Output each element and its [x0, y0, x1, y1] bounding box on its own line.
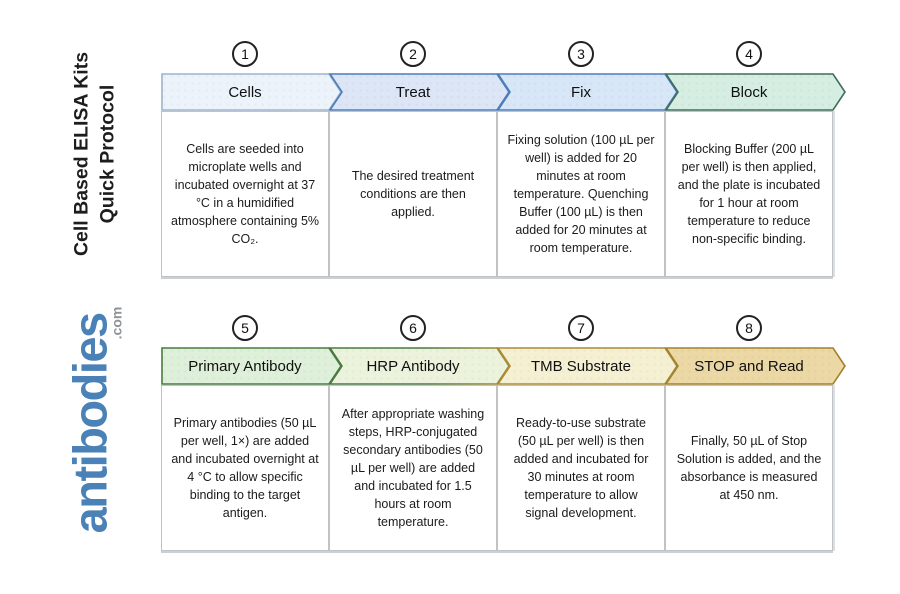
step-description: Finally, 50 µL of Stop Solution is added…	[676, 433, 822, 503]
step-description-box: After appropriate washing steps, HRP-con…	[329, 385, 497, 551]
diagram-title: Cell Based ELISA Kits Quick Protocol	[69, 52, 122, 256]
step-description-box: Fixing solution (100 µL per well) is add…	[497, 111, 665, 277]
step-column-5: 5 Primary Antibody Primary antibodies (5…	[161, 315, 342, 551]
step-description-box: The desired treatment conditions are the…	[329, 111, 497, 277]
step-description: Primary antibodies (50 µL per well, 1×) …	[171, 415, 319, 521]
brand-logo: antibodies.com	[63, 307, 125, 534]
step-description-box: Cells are seeded into microplate wells a…	[161, 111, 329, 277]
step-description: Blocking Buffer (200 µL per well) is the…	[677, 141, 821, 247]
step-number: 3	[577, 46, 585, 62]
step-description-box: Finally, 50 µL of Stop Solution is added…	[665, 385, 833, 551]
diagram-title-line2: Quick Protocol	[97, 84, 119, 224]
step-description-box: Ready-to-use substrate (50 µL per well) …	[497, 385, 665, 551]
step-arrow-banner	[496, 73, 678, 111]
step-description: Cells are seeded into microplate wells a…	[171, 141, 320, 247]
step-number: 2	[409, 46, 417, 62]
step-description-box: Blocking Buffer (200 µL per well) is the…	[665, 111, 833, 277]
step-header-label: Cells	[161, 73, 329, 111]
step-number-badge: 6	[400, 315, 426, 341]
arrow-shape	[664, 73, 846, 111]
step-description: The desired treatment conditions are the…	[351, 168, 475, 220]
step-column-2: 2 Treat The desired treatment conditions…	[328, 41, 510, 277]
step-number: 1	[241, 46, 249, 62]
step-number-badge: 2	[400, 41, 426, 67]
arrow-shape	[328, 347, 510, 385]
step-header-label: Primary Antibody	[161, 347, 329, 385]
step-arrow-banner	[161, 73, 342, 111]
arrow-shape	[161, 347, 342, 385]
step-header-label: Block	[665, 73, 833, 111]
step-header-label: TMB Substrate	[497, 347, 665, 385]
step-description: Fixing solution (100 µL per well) is add…	[507, 132, 655, 256]
step-description-box: Primary antibodies (50 µL per well, 1×) …	[161, 385, 329, 551]
step-number-badge: 8	[736, 315, 762, 341]
step-header-label: Fix	[497, 73, 665, 111]
step-arrow-banner	[328, 347, 510, 385]
step-header-label: HRP Antibody	[329, 347, 497, 385]
step-header-label: Treat	[329, 73, 497, 111]
step-number: 7	[577, 320, 585, 336]
step-number: 8	[745, 320, 753, 336]
step-arrow-banner	[664, 73, 846, 111]
arrow-shape	[664, 347, 846, 385]
step-column-6: 6 HRP Antibody After appropriate washing…	[328, 315, 510, 551]
step-number-badge: 1	[232, 41, 258, 67]
step-column-3: 3 Fix Fixing solution (100 µL per well) …	[496, 41, 678, 277]
step-column-8: 8 STOP and Read Finally, 50 µL of Stop S…	[664, 315, 846, 551]
step-arrow-banner	[328, 73, 510, 111]
arrow-shape	[161, 73, 342, 111]
diagram-title-line1: Cell Based ELISA Kits	[70, 51, 93, 257]
step-description: After appropriate washing steps, HRP-con…	[341, 406, 485, 530]
step-description: Ready-to-use substrate (50 µL per well) …	[513, 415, 649, 521]
brand-logo-suffix: .com	[108, 306, 125, 340]
step-number-badge: 7	[568, 315, 594, 341]
step-number-badge: 4	[736, 41, 762, 67]
step-column-4: 4 Block Blocking Buffer (200 µL per well…	[664, 41, 846, 277]
protocol-row-1: 1 Cells Cells are seeded into microplate…	[161, 41, 861, 277]
brand-logo-text: antibodies	[63, 313, 117, 534]
step-number: 4	[745, 46, 753, 62]
step-arrow-banner	[496, 347, 678, 385]
step-number-badge: 3	[568, 41, 594, 67]
step-arrow-banner	[664, 347, 846, 385]
step-number-badge: 5	[232, 315, 258, 341]
step-arrow-banner	[161, 347, 342, 385]
step-column-1: 1 Cells Cells are seeded into microplate…	[161, 41, 342, 277]
arrow-shape	[496, 347, 678, 385]
step-number: 5	[241, 320, 249, 336]
step-header-label: STOP and Read	[665, 347, 833, 385]
arrow-shape	[496, 73, 678, 111]
protocol-row-2: 5 Primary Antibody Primary antibodies (5…	[161, 315, 861, 551]
step-number: 6	[409, 320, 417, 336]
arrow-shape	[328, 73, 510, 111]
step-column-7: 7 TMB Substrate Ready-to-use substrate (…	[496, 315, 678, 551]
